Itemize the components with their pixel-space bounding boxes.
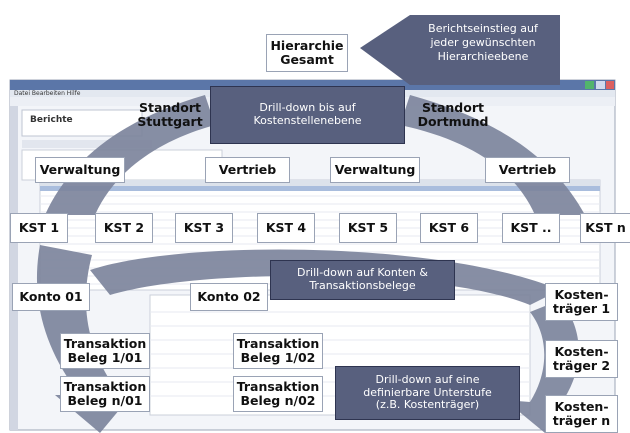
- account-label: Konto 02: [197, 288, 261, 304]
- department-label: Verwaltung: [334, 161, 416, 177]
- screenshot-app-title: Berichte: [30, 115, 73, 125]
- cost-center-label: KST 2: [103, 219, 145, 235]
- transaction-n-01[interactable]: Transaktion Beleg n/01: [60, 376, 150, 412]
- drill-down-sublevel-text: Drill-down auf eine definierbare Unterst…: [363, 373, 492, 412]
- drill-down-sublevel: Drill-down auf eine definierbare Unterst…: [335, 366, 520, 420]
- cost-center-label: KST 1: [18, 219, 60, 235]
- screenshot-menu: Datei Bearbeiten Hilfe: [14, 90, 81, 97]
- cost-center-label: KST 5: [347, 219, 389, 235]
- cost-center-5[interactable]: KST 5: [339, 213, 397, 243]
- account-02[interactable]: Konto 02: [190, 283, 268, 311]
- drill-down-cost-centers: Drill-down bis auf Kostenstellenebene: [210, 86, 405, 144]
- account-01[interactable]: Konto 01: [12, 283, 90, 311]
- cost-object-1[interactable]: Kosten- träger 1: [545, 283, 618, 321]
- callout-shape: [360, 15, 560, 85]
- transaction-label: Transaktion Beleg n/01: [63, 378, 147, 408]
- transaction-label: Transaktion Beleg 1/01: [63, 335, 147, 365]
- department-label: Vertrieb: [498, 161, 557, 177]
- callout-text: Berichtseinstieg auf jeder gewünschten H…: [428, 22, 538, 63]
- cost-center-label: KST n: [585, 219, 626, 235]
- cost-center-2[interactable]: KST 2: [95, 213, 153, 243]
- cost-center-3[interactable]: KST 3: [175, 213, 233, 243]
- drill-down-accounts: Drill-down auf Konten & Transaktionsbele…: [270, 260, 455, 300]
- cost-center-label: KST 6: [428, 219, 470, 235]
- cost-center-more[interactable]: KST ..: [502, 213, 560, 243]
- cost-center-6[interactable]: KST 6: [420, 213, 478, 243]
- transaction-label: Transaktion Beleg n/02: [236, 378, 320, 408]
- cost-object-label: Kosten- träger 2: [552, 343, 611, 373]
- department-verwaltung-1[interactable]: Verwaltung: [35, 157, 125, 183]
- cost-object-2[interactable]: Kosten- träger 2: [545, 340, 618, 378]
- cost-center-4[interactable]: KST 4: [257, 213, 315, 243]
- transaction-n-02[interactable]: Transaktion Beleg n/02: [233, 376, 323, 412]
- hierarchy-total[interactable]: Hierarchie Gesamt: [266, 34, 348, 72]
- upper-arch: [45, 95, 585, 215]
- site-dortmund[interactable]: Standort Dortmund: [413, 98, 493, 132]
- cost-center-n[interactable]: KST n: [580, 213, 630, 243]
- department-label: Vertrieb: [218, 161, 277, 177]
- site-stuttgart[interactable]: Standort Stuttgart: [130, 98, 210, 132]
- hierarchy-total-label: Hierarchie Gesamt: [270, 37, 344, 67]
- cost-center-label: KST 3: [183, 219, 225, 235]
- transaction-1-02[interactable]: Transaktion Beleg 1/02: [233, 333, 323, 369]
- cost-center-label: KST ..: [510, 219, 552, 235]
- site-stuttgart-label: Standort Stuttgart: [137, 99, 203, 129]
- cost-center-label: KST 4: [265, 219, 307, 235]
- drill-down-accounts-text: Drill-down auf Konten & Transaktionsbele…: [297, 266, 428, 292]
- department-label: Verwaltung: [39, 161, 121, 177]
- cost-object-n[interactable]: Kosten- träger n: [545, 395, 618, 433]
- site-dortmund-label: Standort Dortmund: [417, 99, 489, 129]
- cost-object-label: Kosten- träger 1: [552, 286, 611, 316]
- account-label: Konto 01: [19, 288, 83, 304]
- cost-center-1[interactable]: KST 1: [10, 213, 68, 243]
- department-vertrieb-2[interactable]: Vertrieb: [485, 157, 570, 183]
- drill-down-cost-centers-text: Drill-down bis auf Kostenstellenebene: [253, 101, 362, 127]
- department-verwaltung-2[interactable]: Verwaltung: [330, 157, 420, 183]
- transaction-label: Transaktion Beleg 1/02: [236, 335, 320, 365]
- transaction-1-01[interactable]: Transaktion Beleg 1/01: [60, 333, 150, 369]
- cost-object-label: Kosten- träger n: [552, 398, 611, 428]
- department-vertrieb-1[interactable]: Vertrieb: [205, 157, 290, 183]
